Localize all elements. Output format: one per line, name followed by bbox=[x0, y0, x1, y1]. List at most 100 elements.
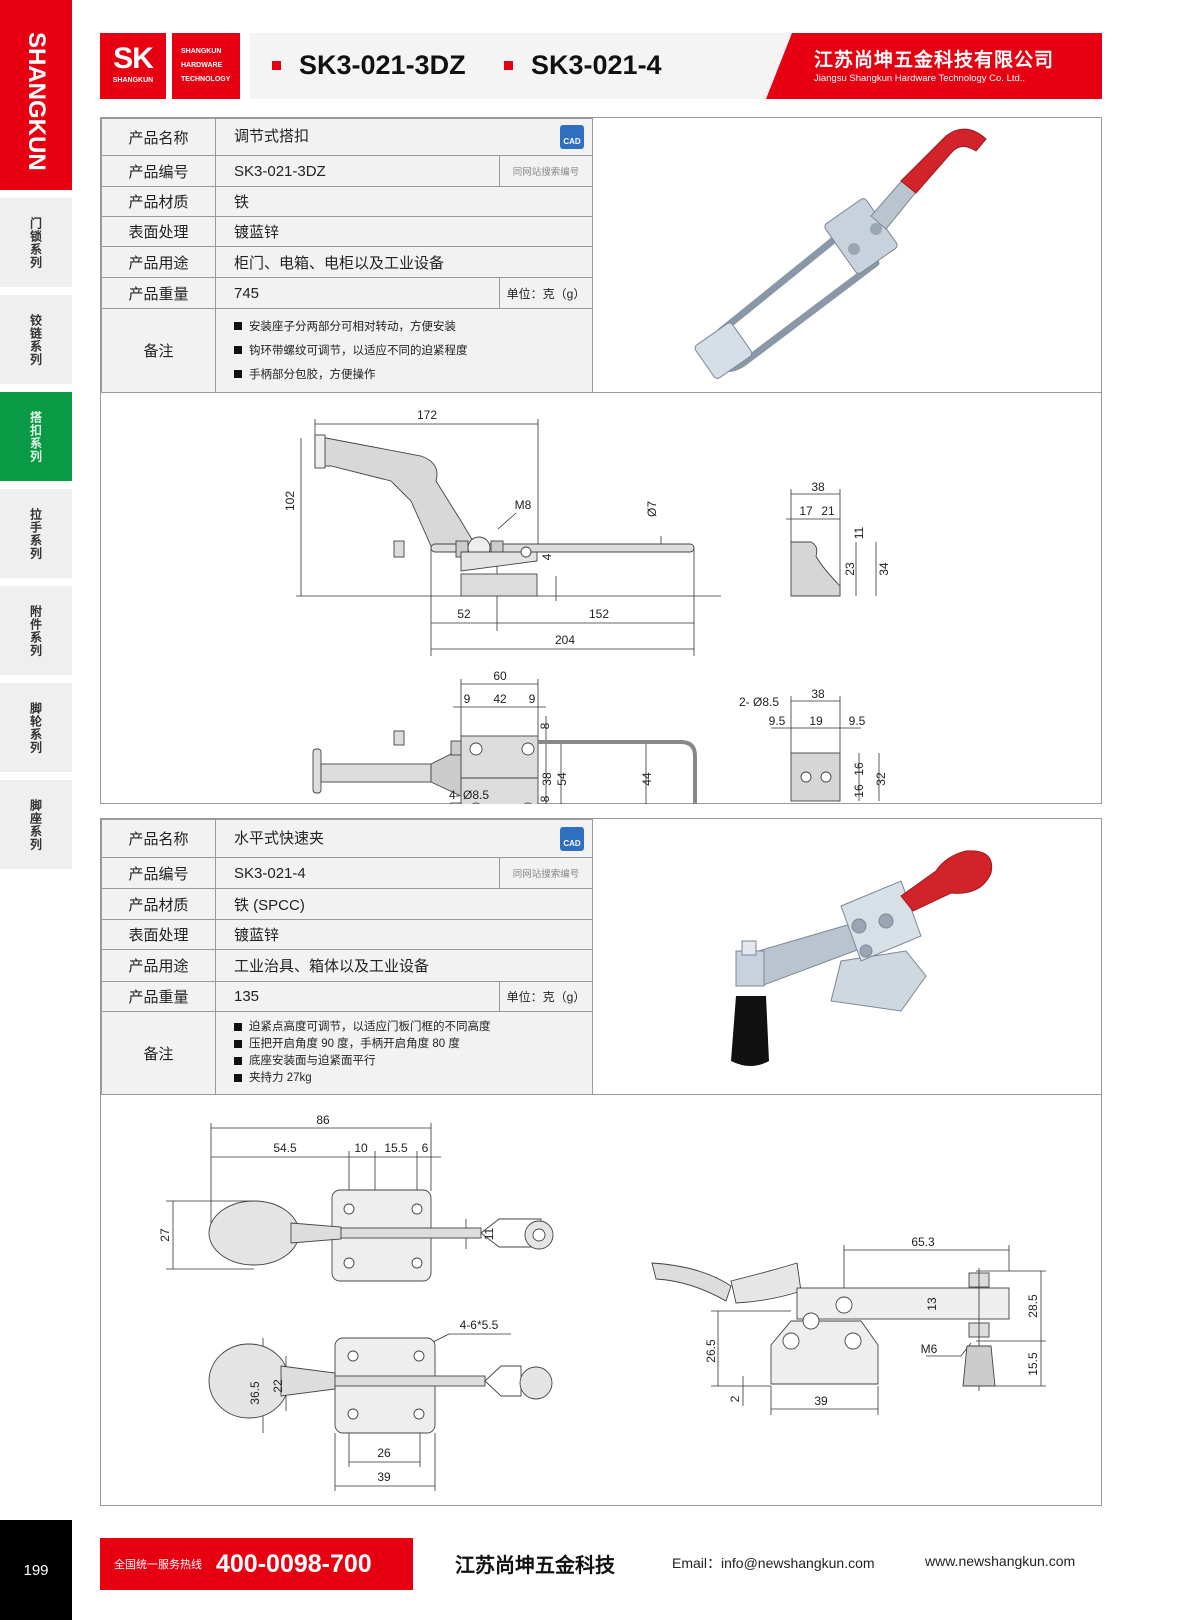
dim-label: 86 bbox=[316, 1113, 330, 1127]
dim-label: 23 bbox=[843, 562, 857, 576]
remark-text: 钩环带螺纹可调节，以适应不同的迫紧程度 bbox=[249, 344, 468, 357]
remark-item-highlight: 夹持力 27kg bbox=[234, 1070, 592, 1087]
dim-label: 26.5 bbox=[704, 1339, 718, 1363]
footer-company: 江苏尚坤五金科技 bbox=[455, 1555, 615, 1577]
dim-label: 9 bbox=[529, 692, 536, 706]
table-row: 产品用途工业治具、箱体以及工业设备 bbox=[101, 949, 593, 982]
bullet-icon bbox=[234, 1039, 242, 1048]
logo: SK SHANGKUN bbox=[100, 33, 166, 99]
product-material: 铁 bbox=[215, 186, 593, 217]
dim-label: 52 bbox=[457, 607, 471, 621]
sidebar-item-label: 脚座系列 bbox=[28, 798, 43, 851]
dim-label: 65.3 bbox=[911, 1235, 935, 1249]
product-surface: 镀蓝锌 bbox=[215, 919, 593, 950]
remarks-list: 安装座子分两部分可相对转动，方便安装 钩环带螺纹可调节，以适应不同的迫紧程度 手… bbox=[215, 308, 593, 393]
page-number: 199 bbox=[0, 1520, 72, 1620]
dim-label: 6 bbox=[422, 1141, 429, 1155]
dim-label: 11 bbox=[482, 1227, 496, 1240]
value-name: 水平式快速夹 CAD bbox=[215, 819, 593, 858]
divider bbox=[101, 392, 1101, 393]
table-row: 表面处理镀蓝锌 bbox=[101, 919, 593, 950]
footer-website[interactable]: www.newshangkun.com bbox=[925, 1553, 1076, 1569]
label-weight: 产品重量 bbox=[101, 981, 216, 1012]
dim-label: 8 bbox=[538, 722, 552, 729]
bullet-icon bbox=[234, 370, 242, 379]
dim-label: 32 bbox=[874, 772, 888, 786]
top-view-latch bbox=[312, 730, 841, 804]
header-band bbox=[250, 33, 810, 99]
logo-mark: SK bbox=[113, 42, 154, 75]
dim-label: 22 bbox=[271, 1379, 285, 1393]
logo-line: HARDWARE bbox=[181, 62, 223, 69]
sidebar-item-label: 附件系列 bbox=[28, 604, 43, 657]
dim-label: 39 bbox=[377, 1470, 391, 1484]
sidebar-item-latch[interactable]: 搭扣系列 bbox=[0, 392, 72, 481]
dim-label: 9 bbox=[464, 692, 471, 706]
sidebar-item-door-lock[interactable]: 门锁系列 bbox=[0, 198, 72, 287]
dim-label: 54 bbox=[555, 772, 569, 786]
cad-download-icon[interactable]: CAD bbox=[560, 826, 584, 851]
model-title-1: SK3-021-3DZ bbox=[272, 50, 466, 81]
model-title-2: SK3-021-4 bbox=[504, 50, 662, 81]
dim-label: 54.5 bbox=[273, 1141, 297, 1155]
bullet-square-icon bbox=[504, 61, 513, 70]
product-weight: 135 bbox=[215, 981, 500, 1012]
table-row: 备注 迫紧点高度可调节，以适应门板门框的不同高度 压把开启角度 90 度，手柄开… bbox=[101, 1011, 593, 1095]
hotline-banner: 全国统一服务热线 400-0098-700 bbox=[100, 1538, 413, 1590]
sidebar-item-accessory[interactable]: 附件系列 bbox=[0, 586, 72, 675]
cad-download-icon[interactable]: CAD bbox=[560, 125, 584, 149]
model-text: SK3-021-4 bbox=[531, 50, 662, 80]
label-weight: 产品重量 bbox=[101, 277, 216, 309]
clamp-body bbox=[735, 880, 927, 1012]
dimension-labels: 86 54.5 10 15.5 6 27 11 4-6*5.5 36.5 22 … bbox=[158, 1113, 1040, 1484]
table-row: 产品用途柜门、电箱、电柜以及工业设备 bbox=[101, 246, 593, 278]
product-name: 水平式快速夹 bbox=[234, 829, 325, 847]
product-usage: 柜门、电箱、电柜以及工业设备 bbox=[215, 246, 593, 278]
sidebar-item-hinge[interactable]: 铰链系列 bbox=[0, 295, 72, 384]
dim-label: M8 bbox=[515, 498, 532, 512]
label-code: 产品编号 bbox=[101, 857, 216, 889]
dim-label: 172 bbox=[417, 408, 437, 422]
footer-email[interactable]: Email：info@newshangkun.com bbox=[672, 1555, 875, 1571]
label-material: 产品材质 bbox=[101, 888, 216, 920]
bullet-icon bbox=[234, 1073, 242, 1082]
label-material: 产品材质 bbox=[101, 186, 216, 217]
bullet-icon bbox=[234, 1056, 242, 1065]
hotline-number[interactable]: 400-0098-700 bbox=[216, 1549, 372, 1578]
dim-label: Ø7 bbox=[645, 501, 659, 517]
label-usage: 产品用途 bbox=[101, 949, 216, 982]
dim-label: 152 bbox=[589, 607, 609, 621]
sidebar-item-foot[interactable]: 脚座系列 bbox=[0, 780, 72, 869]
product-photo-latch bbox=[694, 128, 987, 379]
dim-label: 16 bbox=[852, 762, 866, 776]
hotline-label: 全国统一服务热线 bbox=[114, 1559, 202, 1571]
dim-label: 38 bbox=[811, 687, 825, 701]
product-weight: 745 bbox=[215, 277, 500, 309]
product-material: 铁 (SPCC) bbox=[215, 888, 593, 920]
sidebar-item-label: 脚轮系列 bbox=[28, 701, 43, 754]
sidebar-item-label: 铰链系列 bbox=[28, 313, 43, 366]
dim-label: 9.5 bbox=[849, 714, 866, 728]
divider bbox=[101, 1094, 1101, 1095]
remarks-list: 迫紧点高度可调节，以适应门板门框的不同高度 压把开启角度 90 度，手柄开启角度… bbox=[215, 1011, 593, 1095]
dim-label: 15.5 bbox=[1026, 1352, 1040, 1376]
sidebar-item-handle[interactable]: 拉手系列 bbox=[0, 489, 72, 578]
dim-label: 102 bbox=[283, 491, 297, 511]
table-row: 备注 安装座子分两部分可相对转动，方便安装 钩环带螺纹可调节，以适应不同的迫紧程… bbox=[101, 308, 593, 393]
table-row: 表面处理镀蓝锌 bbox=[101, 216, 593, 247]
table-row: 产品材质铁 bbox=[101, 186, 593, 217]
remark-item: 压把开启角度 90 度，手柄开启角度 80 度 bbox=[234, 1036, 592, 1053]
bullet-icon bbox=[234, 322, 242, 331]
label-surface: 表面处理 bbox=[101, 216, 216, 247]
remark-text: 底座安装面与迫紧面平行 bbox=[249, 1055, 376, 1067]
sidebar-item-caster[interactable]: 脚轮系列 bbox=[0, 683, 72, 772]
remark-text: 压把开启角度 90 度，手柄开启角度 80 度 bbox=[249, 1038, 460, 1050]
label-name: 产品名称 bbox=[101, 819, 216, 858]
bullet-icon bbox=[234, 1022, 242, 1031]
dim-label: 60 bbox=[493, 669, 507, 683]
search-note: 同网站搜索编号 bbox=[499, 155, 593, 187]
product-surface: 镀蓝锌 bbox=[215, 216, 593, 247]
